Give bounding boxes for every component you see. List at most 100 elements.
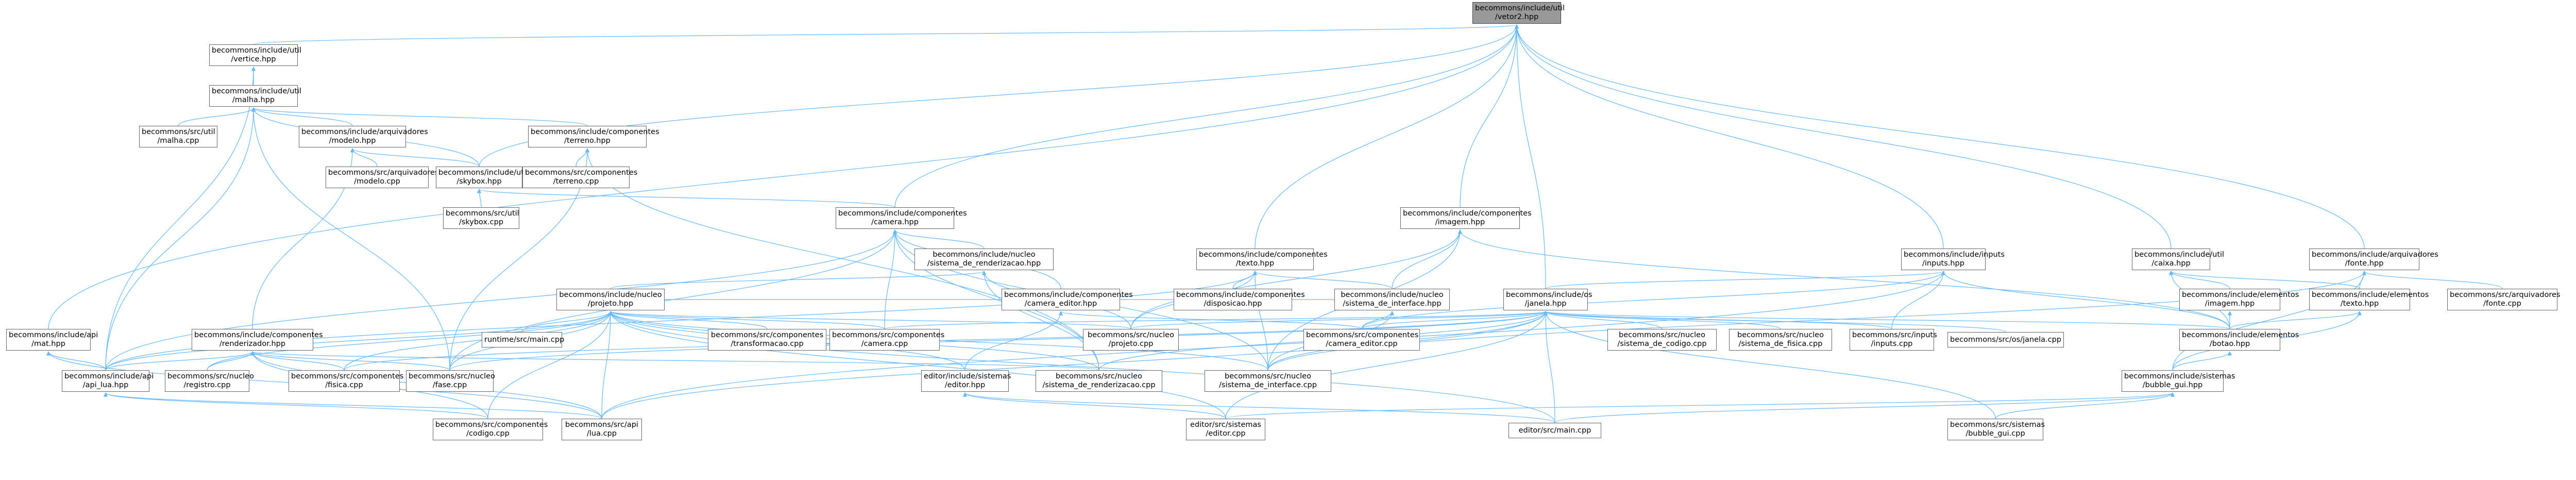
node-label-line: becommons/include/componentes: [531, 128, 659, 136]
edge-texto_comp-to-root: [1255, 24, 1519, 249]
node-label-line: /registro.cpp: [183, 381, 231, 389]
edge-fase_cpp-to-camera: [449, 229, 897, 371]
edge-fonte-to-root: [1514, 24, 2365, 249]
node-label-line: /imagem.hpp: [1435, 218, 1485, 226]
edge-sis_render_cpp-to-sistema_render: [981, 271, 1099, 371]
node-modelo[interactable]: becommons/include/arquivadores/modelo.hp…: [299, 126, 428, 147]
node-janela-cpp[interactable]: becommons/src/os/janela.cpp: [1947, 332, 2064, 347]
node-label-line: /skybox.cpp: [459, 218, 504, 226]
node-label-line: becommons/include/nucleo: [1341, 291, 1444, 299]
node-label-line: /fase.cpp: [432, 381, 467, 389]
node-label-line: /modelo.cpp: [354, 177, 400, 186]
node-texto-elemento[interactable]: becommons/include/elementos/texto.hpp: [2309, 289, 2429, 310]
node-botao[interactable]: becommons/include/elementos/botao.hpp: [2179, 329, 2299, 351]
node-camera-editor[interactable]: becommons/include/componentes/camera_edi…: [1002, 289, 1133, 310]
edge-sis_interface-to-imagem_comp: [1392, 229, 1463, 289]
node-label-line: /bubble_gui.hpp: [2142, 381, 2203, 389]
node-camera-editor-cpp[interactable]: becommons/src/componentes/camera_editor.…: [1303, 329, 1420, 351]
node-skybox-cpp[interactable]: becommons/src/util/skybox.cpp: [443, 207, 519, 229]
edge-imagem_comp-to-root: [1460, 24, 1519, 208]
node-label-line: /sistema_de_interface.cpp: [1219, 381, 1317, 389]
edge-editor_cpp-to-janela: [1225, 311, 1548, 419]
node-imagem-componente[interactable]: becommons/include/componentes/imagem.hpp: [1400, 207, 1532, 229]
edge-botao-to-texto_elem: [2229, 311, 2362, 329]
node-registro-cpp[interactable]: becommons/src/nucleo/registro.cpp: [165, 370, 254, 392]
node-janela[interactable]: becommons/include/os/janela.hpp: [1503, 289, 1592, 310]
node-label-line: becommons/src/componentes: [832, 331, 945, 339]
node-label-line: becommons/src/util: [142, 128, 215, 136]
edge-fase_cpp-to-janela: [449, 311, 1548, 371]
edge-terreno-to-malha: [251, 107, 588, 126]
node-vertice[interactable]: becommons/include/util/vertice.hpp: [209, 44, 301, 66]
node-fonte[interactable]: becommons/include/arquivadores/fonte.hpp: [2309, 249, 2438, 270]
node-transformacao-cpp[interactable]: becommons/src/componentes/transformacao.…: [708, 329, 826, 351]
node-label-line: becommons/include/sistemas: [2124, 372, 2235, 380]
node-disposicao[interactable]: becommons/include/componentes/disposicao…: [1174, 289, 1305, 310]
edge-camera_editor_cpp-to-janela: [1361, 311, 1548, 329]
node-label-line: /api_lua.hpp: [82, 381, 129, 389]
node-editor-cpp[interactable]: editor/src/sistemas/editor.cpp: [1186, 419, 1265, 440]
node-editor-main[interactable]: editor/src/main.cpp: [1509, 423, 1601, 438]
node-sistema-de-fisica-cpp[interactable]: becommons/src/nucleo/sistema_de_fisica.c…: [1729, 329, 1832, 351]
node-modelo-cpp[interactable]: becommons/src/arquivadores/modelo.cpp: [326, 167, 438, 188]
node-camera[interactable]: becommons/include/componentes/camera.hpp: [836, 207, 967, 229]
node-label-line: becommons/src/sistemas: [1950, 421, 2045, 429]
node-label-line: /transformacao.cpp: [731, 340, 804, 348]
node-label-line: /vertice.hpp: [231, 55, 276, 63]
node-malha[interactable]: becommons/include/util/malha.hpp: [209, 85, 301, 107]
node-terreno[interactable]: becommons/include/componentes/terreno.hp…: [528, 126, 659, 147]
edge-sis_fisica_cpp-to-janela: [1544, 311, 1781, 329]
node-label-line: /malha.cpp: [157, 137, 199, 145]
edge-lua_cpp-to-inputs: [601, 271, 1946, 419]
node-inputs[interactable]: becommons/include/inputs/inputs.hpp: [1901, 249, 2005, 270]
node-runtime-main[interactable]: runtime/src/main.cpp: [482, 332, 564, 347]
node-terreno-cpp[interactable]: becommons/src/componentes/terreno.cpp: [522, 167, 637, 188]
node-caixa[interactable]: becommons/include/util/caixa.hpp: [2132, 249, 2224, 270]
node-fisica-cpp[interactable]: becommons/src/componentes/fisica.cpp: [289, 370, 403, 392]
node-label-line: /sistema_de_fisica.cpp: [1738, 340, 1823, 348]
node-malha-cpp[interactable]: becommons/src/util/malha.cpp: [139, 126, 217, 147]
node-label-line: becommons/src/util: [446, 209, 519, 218]
node-projeto-cpp[interactable]: becommons/src/nucleo/projeto.cpp: [1083, 329, 1179, 351]
node-editor-sistemas[interactable]: editor/include/sistemas/editor.hpp: [921, 370, 1011, 392]
node-fonte-cpp[interactable]: becommons/src/arquivadores/fonte.cpp: [2447, 289, 2560, 310]
node-skybox[interactable]: becommons/include/util/skybox.hpp: [436, 167, 528, 188]
node-label-line: /editor.cpp: [1206, 429, 1246, 438]
node-texto-componente[interactable]: becommons/include/componentes/texto.hpp: [1196, 249, 1328, 270]
node-sistema-de-renderizacao[interactable]: becommons/include/nucleo/sistema_de_rend…: [914, 249, 1054, 270]
edge-botao-to-janela: [1544, 311, 2230, 329]
edge-fisica_cpp-to-janela: [344, 311, 1548, 371]
node-camera-cpp[interactable]: becommons/src/componentes/camera.cpp: [829, 329, 945, 351]
node-projeto[interactable]: becommons/include/nucleo/projeto.hpp: [556, 289, 665, 310]
node-sistema-de-interface-cpp[interactable]: becommons/src/nucleo/sistema_de_interfac…: [1205, 370, 1331, 392]
node-fase-cpp[interactable]: becommons/src/nucleo/fase.cpp: [406, 370, 495, 392]
node-label-line: becommons/src/nucleo: [1619, 331, 1705, 339]
edge-texto_elem-to-caixa: [2168, 271, 2360, 289]
node-codigo-cpp[interactable]: becommons/src/componentes/codigo.cpp: [433, 419, 548, 440]
edge-bubble_gui_cpp-to-janela: [1543, 311, 1996, 419]
node-inputs-cpp[interactable]: becommons/src/inputs/inputs.cpp: [1850, 329, 1937, 351]
edge-sis_render_cpp-to-renderizador: [250, 351, 1099, 371]
node-sistema-de-interface[interactable]: becommons/include/nucleo/sistema_de_inte…: [1334, 289, 1450, 310]
edge-malha_cpp-to-malha: [178, 107, 256, 126]
node-bubble-gui[interactable]: becommons/include/sistemas/bubble_gui.hp…: [2122, 370, 2235, 392]
node-renderizador[interactable]: becommons/include/componentes/renderizad…: [192, 329, 323, 351]
node-label-line: /modelo.hpp: [329, 137, 376, 145]
edge-camera_cpp-to-projeto: [608, 311, 885, 329]
node-label-line: becommons/include/componentes: [838, 209, 967, 218]
node-label-line: editor/src/main.cpp: [1518, 426, 1591, 435]
node-sistema-de-codigo-cpp[interactable]: becommons/src/nucleo/sistema_de_codigo.c…: [1607, 329, 1717, 351]
node-sistema-de-renderizacao-cpp[interactable]: becommons/src/nucleo/sistema_de_renderiz…: [1036, 370, 1162, 392]
node-mat[interactable]: becommons/include/api/mat.hpp: [6, 329, 98, 351]
edge-camera-to-root: [894, 24, 1519, 208]
edge-registro_cpp-to-projeto: [207, 311, 613, 371]
node-api-lua[interactable]: becommons/include/api/api_lua.hpp: [62, 370, 154, 392]
edge-projeto-to-sistema_render: [610, 271, 986, 289]
node-label-line: /codigo.cpp: [466, 429, 510, 438]
node-bubble-gui-cpp[interactable]: becommons/src/sistemas/bubble_gui.cpp: [1947, 419, 2045, 440]
edge-fase_cpp-to-malha: [251, 107, 450, 371]
node-imagem-elemento[interactable]: becommons/include/elementos/imagem.hpp: [2179, 289, 2299, 310]
node-lua-cpp[interactable]: becommons/src/api/lua.cpp: [562, 419, 642, 440]
node-root[interactable]: becommons/include/util/vetor2.hpp: [1472, 2, 1565, 24]
